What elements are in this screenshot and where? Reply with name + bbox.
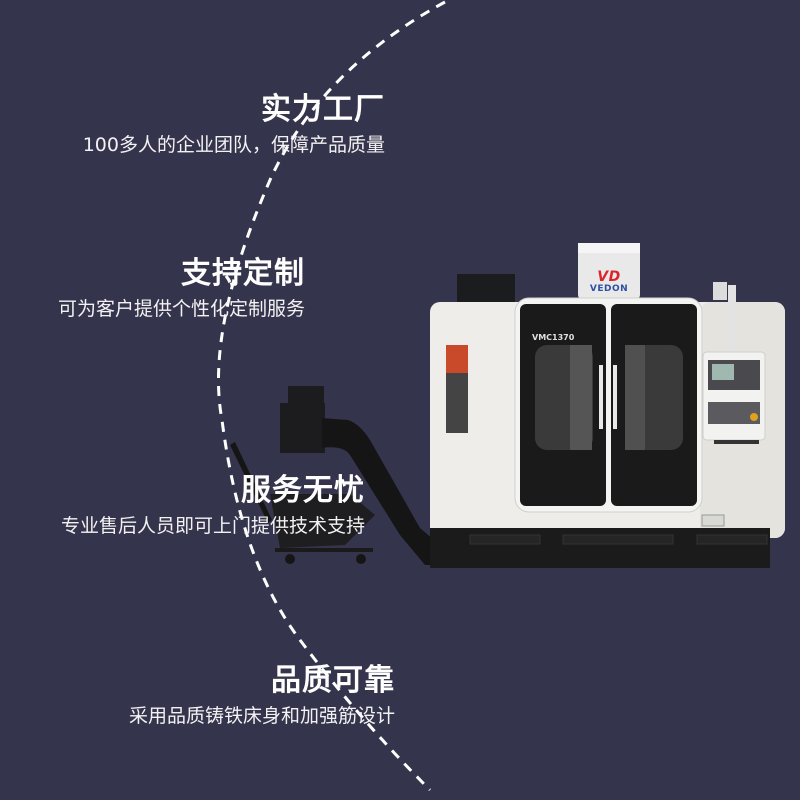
feature-description: 专业售后人员即可上门提供技术支持 (60, 515, 365, 537)
model-label: VMC1370 (532, 333, 575, 342)
chip-conveyor (230, 386, 440, 565)
feature-description: 采用品质铸铁床身和加强筋设计 (128, 705, 395, 727)
feature-title: 实力工厂 (261, 92, 385, 127)
feature-description: 100多人的企业团队，保障产品质量 (82, 134, 385, 156)
feature-strong-factory: 实力工厂 100多人的企业团队，保障产品质量 (83, 92, 385, 158)
feature-title: 支持定制 (181, 256, 305, 291)
feature-title: 品质可靠 (271, 663, 395, 698)
brand-logo: VD VEDON (578, 270, 640, 294)
brand-name: VEDON (589, 284, 629, 294)
feature-title: 服务无忧 (241, 473, 365, 508)
feature-description: 可为客户提供个性化定制服务 (57, 298, 305, 320)
feature-customization: 支持定制 可为客户提供个性化定制服务 (58, 256, 305, 322)
feature-service: 服务无忧 专业售后人员即可上门提供技术支持 (61, 473, 365, 539)
brand-mark: VD (597, 269, 621, 285)
feature-quality: 品质可靠 采用品质铸铁床身和加强筋设计 (129, 663, 395, 729)
